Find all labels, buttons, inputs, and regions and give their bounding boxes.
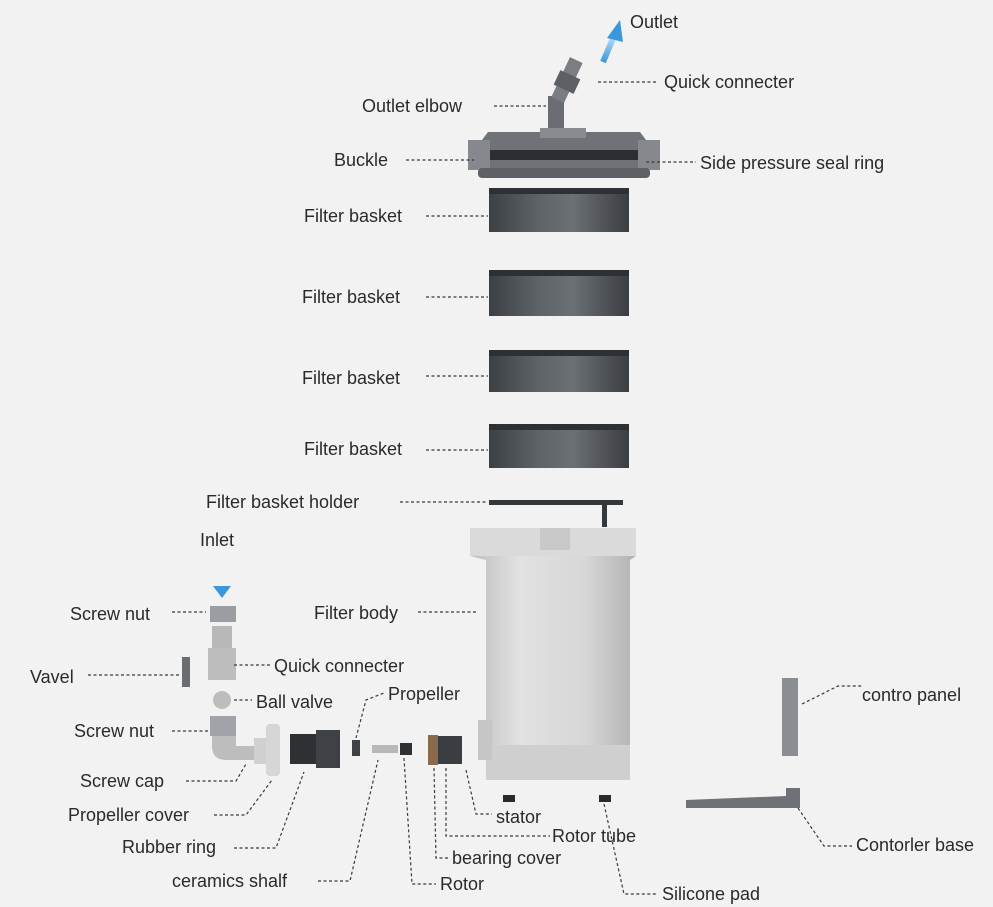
label-ceramics-shalf: ceramics shalf: [172, 871, 288, 891]
inlet-arrow-icon: [213, 556, 231, 598]
motor-parts: [266, 724, 462, 776]
label-bearing-cover: bearing cover: [452, 848, 562, 868]
label-side-pressure-seal-ring: Side pressure seal ring: [700, 153, 885, 173]
filter-basket-holder-part: [489, 500, 623, 527]
label-filter-basket-3: Filter basket: [302, 368, 401, 388]
label-quick-connecter-top: Quick connecter: [664, 72, 795, 92]
lid-part: [468, 128, 660, 178]
label-vavel: Vavel: [30, 667, 74, 687]
silicone-pad-right: [599, 795, 611, 802]
label-buckle: Buckle: [334, 150, 389, 170]
filter-basket-2: [489, 270, 629, 316]
label-stator: stator: [496, 807, 542, 827]
label-screw-cap: Screw cap: [80, 771, 165, 791]
label-rotor: Rotor: [440, 874, 485, 894]
label-ball-valve: Ball valve: [256, 692, 334, 712]
label-filter-basket-holder: Filter basket holder: [206, 492, 360, 512]
label-filter-body: Filter body: [314, 603, 399, 623]
label-inlet: Inlet: [200, 530, 235, 550]
outlet-arrow-icon: [600, 20, 623, 64]
label-filter-basket-1: Filter basket: [304, 206, 403, 226]
outlet-elbow-part: [548, 57, 583, 130]
label-rotor-tube: Rotor tube: [552, 826, 637, 846]
label-screw-nut-top: Screw nut: [70, 604, 151, 624]
label-outlet: Outlet: [630, 12, 679, 32]
filter-body-part: [470, 528, 636, 780]
label-contro-panel: contro panel: [862, 685, 962, 705]
label-filter-basket-2: Filter basket: [302, 287, 401, 307]
filter-basket-1: [489, 188, 629, 232]
filter-basket-3: [489, 350, 629, 392]
filter-basket-4: [489, 424, 629, 468]
label-contorler-base: Contorler base: [856, 835, 975, 855]
controller-part: [686, 678, 800, 808]
label-silicone-pad: Silicone pad: [662, 884, 761, 904]
label-screw-nut-bottom: Screw nut: [74, 721, 155, 741]
label-rubber-ring: Rubber ring: [122, 837, 217, 857]
label-propeller: Propeller: [388, 684, 461, 704]
label-outlet-elbow: Outlet elbow: [362, 96, 463, 116]
label-filter-basket-4: Filter basket: [304, 439, 403, 459]
leader-lines: [88, 81, 862, 895]
silicone-pad-left: [503, 795, 515, 802]
label-propeller-cover: Propeller cover: [68, 805, 190, 825]
label-quick-connecter-mid: Quick connecter: [274, 656, 405, 676]
inlet-assembly-part: [182, 606, 266, 764]
